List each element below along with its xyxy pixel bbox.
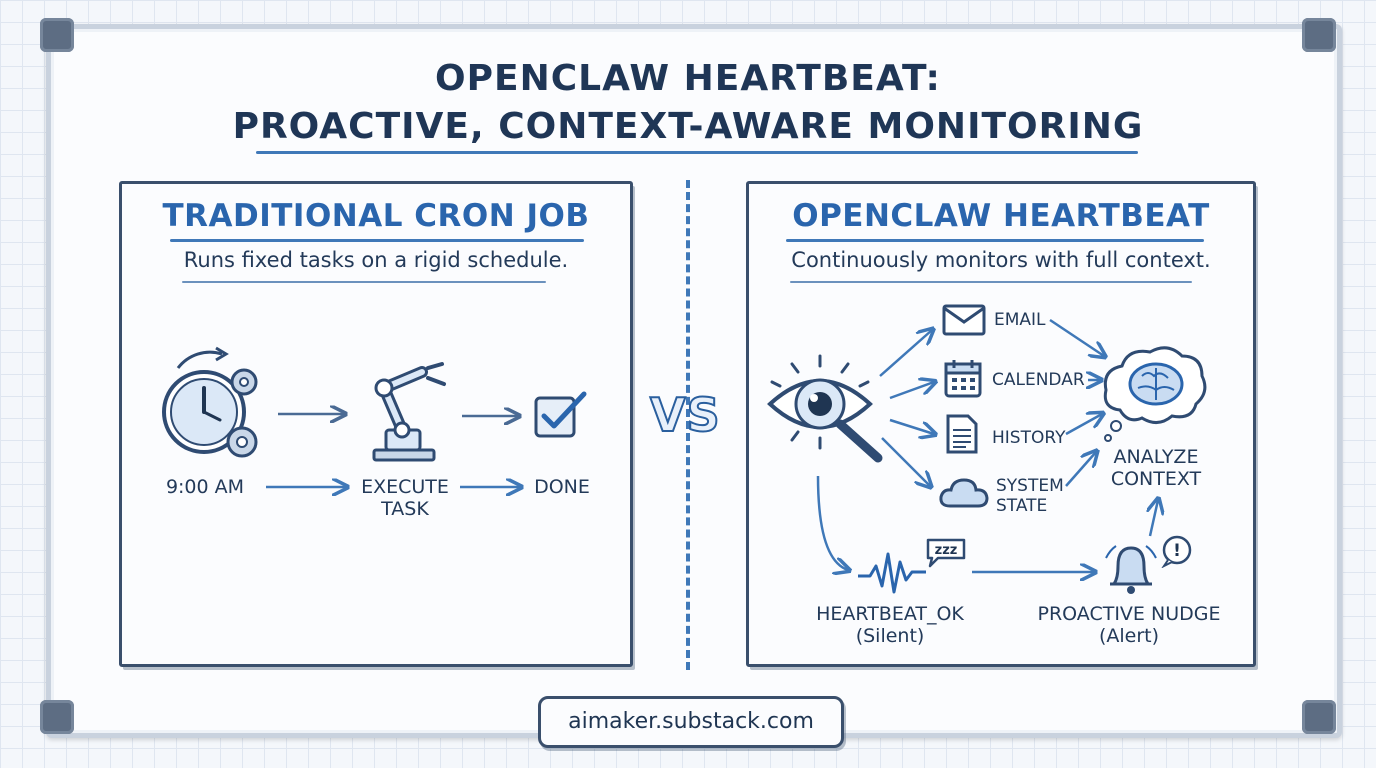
vs-label: VS <box>649 387 721 443</box>
step-execute-label: EXECUTE TASK <box>361 476 449 520</box>
title-underline <box>256 151 1138 154</box>
arrow-eye-to-heartbeat <box>816 475 848 570</box>
arrow-history-to-brain <box>1065 414 1102 436</box>
source-system-state-label: SYSTEM STATE <box>996 476 1064 516</box>
sleep-bubble-icon: zzz <box>926 538 966 568</box>
step-done-label: DONE <box>534 476 590 498</box>
heartbeat-ok-label: HEARTBEAT_OK (Silent) <box>816 603 964 647</box>
board-corner-bottom-left <box>40 700 74 734</box>
email-icon <box>942 304 986 336</box>
checkbox-icon <box>534 391 587 438</box>
cron-subtitle-underline <box>182 281 546 283</box>
arrow-system-to-analyze <box>1065 452 1096 487</box>
heartbeat-subtitle-underline <box>790 281 1192 283</box>
proactive-nudge-label: PROACTIVE NUDGE (Alert) <box>1037 603 1221 647</box>
robot-arm-icon <box>372 362 446 462</box>
analyze-context-label: ANALYZE CONTEXT <box>1110 446 1202 490</box>
arrow-eye-to-history <box>889 418 934 434</box>
source-email-label: EMAIL <box>994 310 1046 330</box>
board-corner-top-left <box>40 18 74 52</box>
arrow-eye-to-system <box>881 437 930 486</box>
heartbeat-panel-title: OPENCLAW HEARTBEAT <box>792 198 1210 234</box>
page-title-line1: OPENCLAW HEARTBEAT: <box>435 58 941 99</box>
source-calendar-label: CALENDAR <box>992 370 1085 390</box>
sleep-text: zzz <box>935 543 958 558</box>
board-corner-bottom-right <box>1302 700 1336 734</box>
cron-panel-title: TRADITIONAL CRON JOB <box>162 198 590 234</box>
arrow-eye-to-calendar <box>889 382 934 400</box>
arrow-email-to-brain <box>1049 318 1104 356</box>
clock-gear-icon <box>162 346 258 458</box>
document-icon <box>946 414 978 454</box>
bell-icon <box>1105 545 1157 594</box>
arrow-bell-to-analyze <box>1150 500 1158 537</box>
source-history-label: HISTORY <box>992 428 1066 448</box>
eye-magnifier-icon <box>767 354 883 463</box>
cloud-icon <box>939 478 989 508</box>
arrow-eye-to-email <box>879 330 932 377</box>
heartbeat-panel-subtitle: Continuously monitors with full context. <box>791 248 1211 272</box>
alert-mark: ! <box>1173 541 1181 561</box>
footer-url[interactable]: aimaker.substack.com <box>538 696 844 748</box>
brain-thought-icon <box>1103 346 1207 442</box>
calendar-icon <box>944 360 982 398</box>
alert-bubble-icon: ! <box>1161 535 1192 568</box>
vs-divider <box>686 180 690 670</box>
cron-title-underline <box>170 239 584 242</box>
heartbeat-wave-icon <box>858 552 926 594</box>
heartbeat-title-underline <box>786 239 1204 242</box>
step-time-label: 9:00 AM <box>165 476 245 498</box>
cron-panel-subtitle: Runs fixed tasks on a rigid schedule. <box>183 248 569 272</box>
board-corner-top-right <box>1302 18 1336 52</box>
page-title-line2: PROACTIVE, CONTEXT-AWARE MONITORING <box>232 106 1144 147</box>
